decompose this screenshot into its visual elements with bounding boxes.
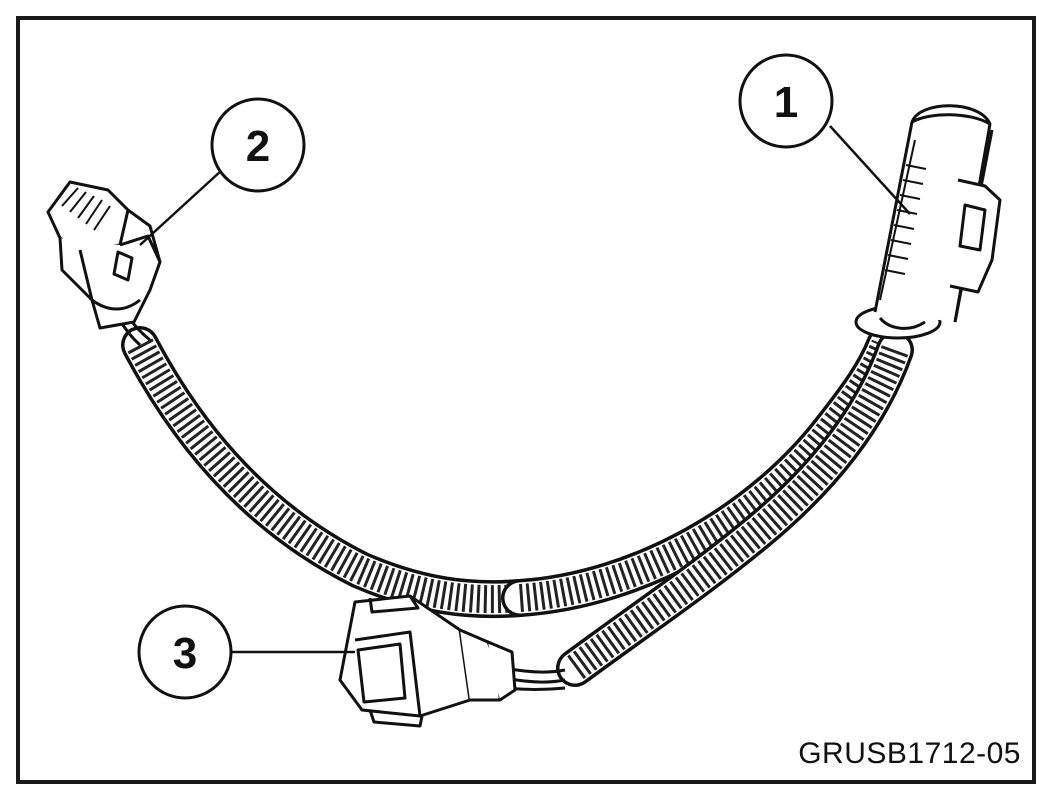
callout-3: 3: [137, 604, 233, 700]
callout-circle: [210, 97, 306, 193]
connector-1: [854, 104, 1002, 340]
callout-2: 2: [210, 97, 306, 193]
callout-circle: [738, 53, 834, 149]
callout-label-3: 3: [173, 629, 197, 678]
connector-3: [338, 594, 517, 728]
conduit-right-lower: [556, 331, 914, 687]
leader-lines: [139, 125, 911, 654]
conduit-left: [121, 326, 539, 619]
leader-line-1: [829, 125, 911, 215]
callout-label-1: 1: [774, 78, 798, 127]
connector-2: [46, 180, 162, 330]
leader-line-2: [139, 169, 223, 246]
figure-code: GRUSB1712-05: [798, 737, 1021, 770]
callout-circle: [137, 604, 233, 700]
callout-1: 1: [738, 53, 834, 149]
callout-label-2: 2: [246, 122, 270, 171]
